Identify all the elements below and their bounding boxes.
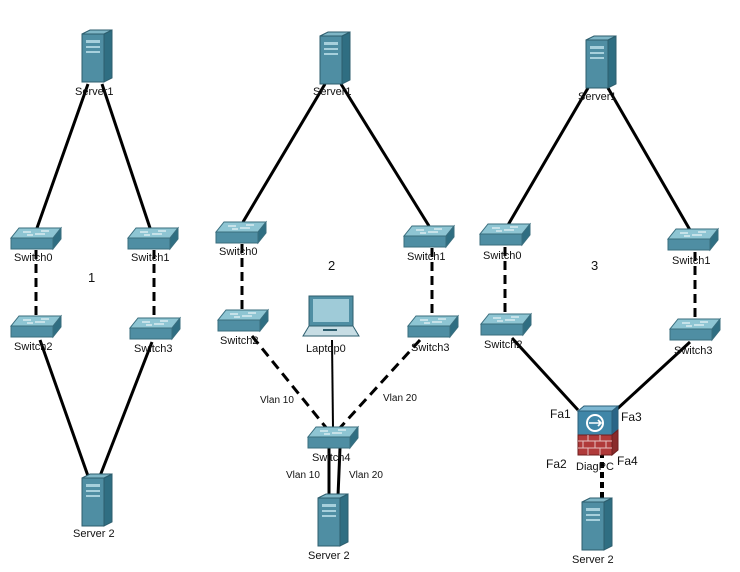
device-label-switch0: Switch0 — [483, 250, 522, 262]
laptop-icon[interactable] — [302, 295, 360, 337]
device-label-switch1: Switch1 — [672, 255, 711, 267]
device-label-switch3: Switch3 — [134, 343, 173, 355]
device-label-switch0: Switch0 — [14, 252, 53, 264]
device-label-switch1: Switch1 — [407, 251, 446, 263]
topology-3: Server1 Switch0 Switch1 Switch2 Switch3 … — [479, 35, 721, 566]
device-label-switch2: Switch2 — [484, 339, 523, 351]
link-label-vlan10-upper: Vlan 10 — [260, 395, 294, 406]
switch-icon[interactable] — [669, 318, 721, 341]
link-label-vlan20-upper: Vlan 20 — [383, 393, 417, 404]
device-label-server1: Server1 — [313, 86, 352, 98]
topology-number: 3 — [591, 258, 598, 273]
link-server1-switch1 — [339, 83, 431, 227]
device-label-switch3: Switch3 — [411, 342, 450, 354]
switch-icon[interactable] — [479, 223, 531, 246]
server-icon[interactable] — [319, 31, 351, 85]
switch-icon[interactable] — [215, 221, 267, 244]
firewall-icon[interactable] — [577, 405, 619, 456]
server-icon[interactable] — [581, 497, 613, 551]
device-label-switch2: Switch2 — [220, 335, 259, 347]
topology-2: Server1 Switch0 Switch1 Switch2 Switch3 … — [215, 31, 459, 562]
port-label-fa4: Fa4 — [617, 454, 638, 468]
link-label-vlan20-lower: Vlan 20 — [349, 470, 383, 481]
device-label-switch4: Switch4 — [312, 452, 351, 464]
link-server1-switch0 — [241, 83, 327, 223]
server-icon[interactable] — [81, 473, 113, 527]
link-server1-switch1 — [100, 83, 152, 229]
switch-icon[interactable] — [10, 227, 62, 250]
device-label-server2: Server 2 — [308, 550, 350, 562]
device-label-switch0: Switch0 — [219, 246, 258, 258]
topology-1: Server1 Switch0 Switch1 Switch2 Switch3 … — [10, 29, 181, 540]
link-switch2-switch4 — [250, 335, 330, 431]
port-label-fa2: Fa2 — [546, 457, 567, 471]
topology-number: 2 — [328, 258, 335, 273]
device-label-server2: Server 2 — [73, 528, 115, 540]
device-label-switch1: Switch1 — [131, 252, 170, 264]
device-label-switch2: Switch2 — [14, 341, 53, 353]
link-server1-switch1 — [606, 87, 692, 231]
switch-icon[interactable] — [129, 317, 181, 340]
topology-number: 1 — [88, 270, 95, 285]
server-icon[interactable] — [317, 493, 349, 547]
link-laptop-switch4 — [331, 339, 334, 429]
switch-icon[interactable] — [127, 227, 179, 250]
switch-icon[interactable] — [403, 225, 455, 248]
switch-icon[interactable] — [480, 313, 532, 336]
switch-icon[interactable] — [307, 426, 359, 449]
link-server1-switch0 — [35, 83, 90, 229]
server-icon[interactable] — [81, 29, 113, 83]
link-label-vlan10-lower: Vlan 10 — [286, 470, 320, 481]
port-label-fa3: Fa3 — [621, 410, 642, 424]
switch-icon[interactable] — [407, 315, 459, 338]
device-label-server1: Server1 — [578, 91, 617, 103]
switch-icon[interactable] — [217, 309, 269, 332]
link-switch2-firewall — [510, 336, 580, 412]
link-server1-switch0 — [506, 87, 590, 226]
device-label-diagpc: DiagPC — [576, 461, 614, 473]
link-switch3-firewall — [614, 340, 692, 412]
switch-icon[interactable] — [667, 228, 719, 251]
link-switch3-switch4 — [336, 338, 422, 432]
switch-icon[interactable] — [10, 315, 62, 338]
server-icon[interactable] — [585, 35, 617, 89]
link-switch3-server2 — [98, 341, 154, 477]
link-switch4-server2-b — [336, 447, 342, 497]
device-label-switch3: Switch3 — [674, 345, 713, 357]
device-label-laptop0: Laptop0 — [306, 343, 346, 355]
device-label-server2: Server 2 — [572, 554, 614, 566]
device-label-server1: Server1 — [75, 86, 114, 98]
port-label-fa1: Fa1 — [550, 407, 571, 421]
link-switch2-server2 — [38, 339, 90, 477]
